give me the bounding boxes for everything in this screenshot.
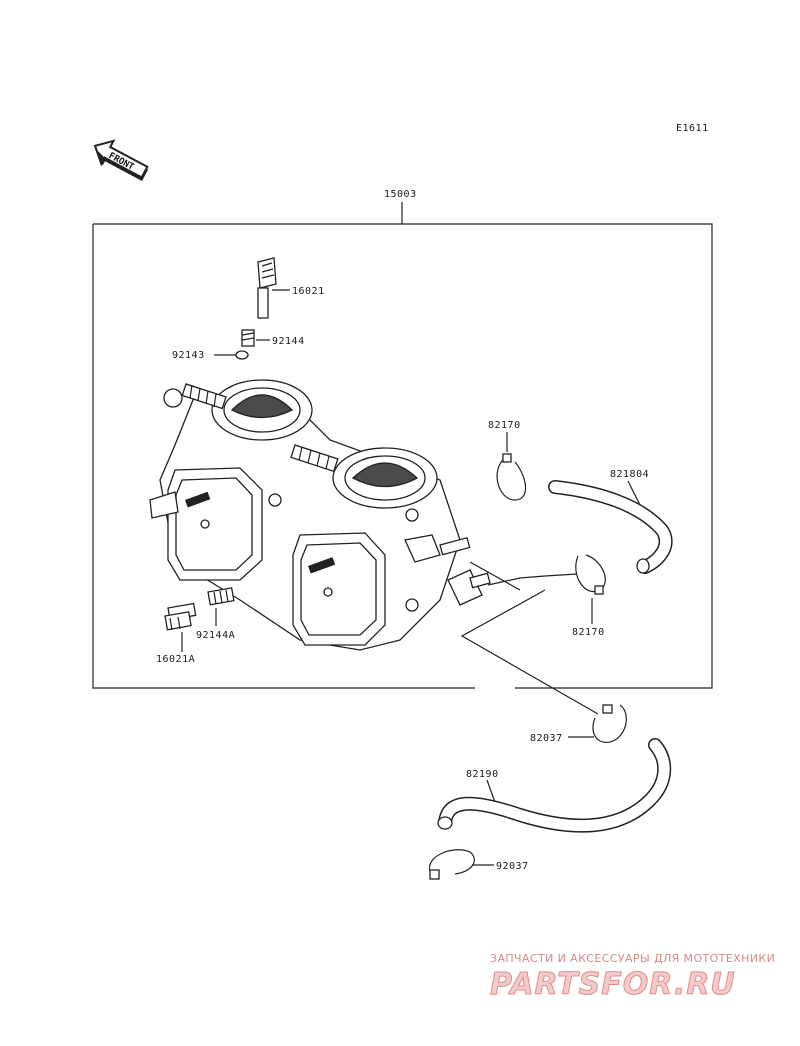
part-label-92144A: 92144A bbox=[196, 630, 235, 641]
assembly-number: 15003 bbox=[384, 189, 417, 200]
clamp-82170-right-icon bbox=[575, 554, 606, 595]
diagram-code: E1611 bbox=[676, 123, 709, 134]
clamp-82037-icon bbox=[592, 704, 627, 743]
screw-16021-icon bbox=[257, 257, 277, 319]
carburetor-assembly bbox=[149, 379, 491, 651]
hose-82190-icon bbox=[437, 738, 672, 833]
part-label-92143: 92143 bbox=[172, 350, 205, 361]
assembly-frame bbox=[92, 223, 713, 689]
watermark-logo: PARTSFOR.RU bbox=[490, 967, 736, 1002]
washer-92143-icon bbox=[235, 350, 249, 360]
watermark-tagline: ЗАПЧАСТИ И АКСЕССУАРЫ ДЛЯ МОТОТЕХНИКИ bbox=[490, 952, 775, 965]
hose-821804-icon bbox=[548, 480, 673, 574]
screw-16021A-icon bbox=[164, 602, 197, 631]
spring-92144A-icon bbox=[207, 587, 235, 606]
part-label-16021A: 16021A bbox=[156, 654, 195, 665]
part-label-82037: 82037 bbox=[530, 733, 563, 744]
part-label-92037: 92037 bbox=[496, 861, 529, 872]
part-label-82190: 82190 bbox=[466, 769, 499, 780]
clamp-92037-icon bbox=[428, 849, 475, 880]
part-label-16021: 16021 bbox=[292, 286, 325, 297]
clamp-82170-top-icon bbox=[496, 453, 527, 501]
part-label-82170-top: 82170 bbox=[488, 420, 521, 431]
front-arrow-icon: FRONT bbox=[93, 139, 149, 181]
part-label-821804: 821804 bbox=[610, 469, 649, 480]
part-label-92144: 92144 bbox=[272, 336, 305, 347]
spring-92144-icon bbox=[241, 329, 255, 347]
part-label-82170-right: 82170 bbox=[572, 627, 605, 638]
